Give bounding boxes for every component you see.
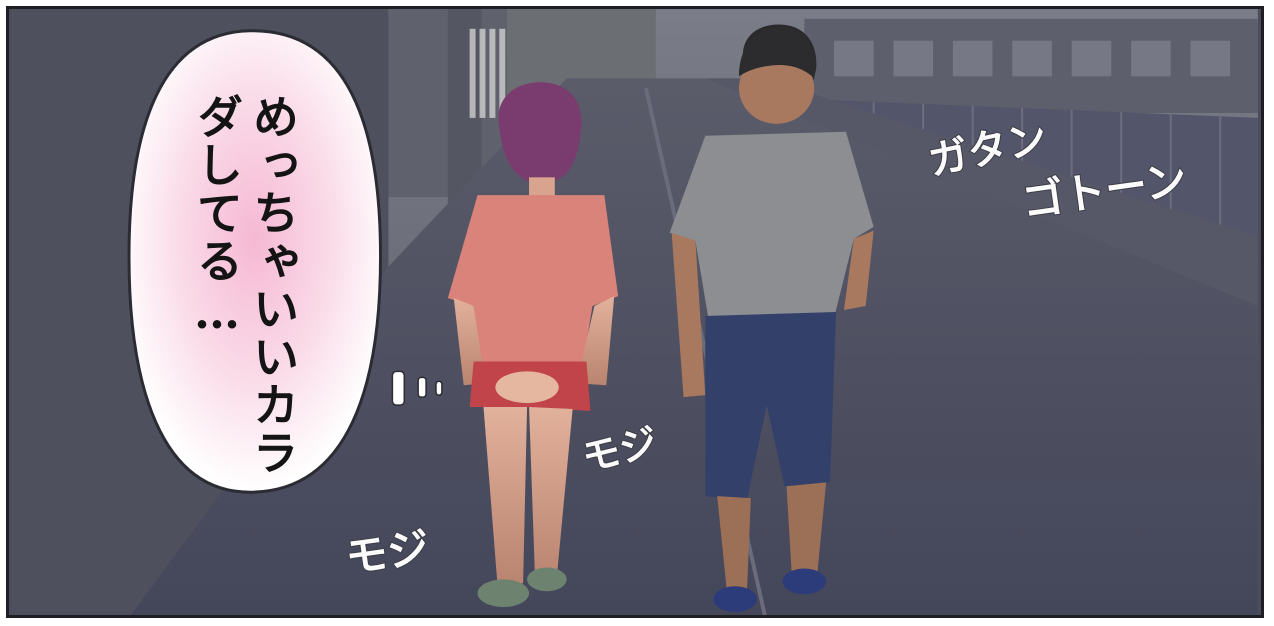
comic-panel: めっちゃいいカラダしてる… ガタン ゴトーン モジ モジ bbox=[6, 6, 1264, 618]
woman-shirt bbox=[447, 195, 619, 368]
woman-legs bbox=[483, 407, 573, 584]
woman-hair bbox=[498, 82, 582, 184]
man-head bbox=[738, 52, 815, 124]
pole-stripes bbox=[469, 28, 506, 118]
man-shirt bbox=[669, 131, 874, 324]
speech-bubble bbox=[127, 29, 383, 494]
street-scene bbox=[12, 9, 1258, 615]
woman-hands bbox=[495, 371, 559, 404]
man-legs bbox=[717, 482, 827, 594]
man-hair-top bbox=[738, 26, 816, 79]
man-arm-left bbox=[671, 232, 706, 398]
train-windows bbox=[834, 40, 1231, 77]
man-sandal-right bbox=[782, 568, 827, 595]
woman-sandal-left bbox=[477, 579, 530, 608]
man-sandal-left bbox=[713, 586, 757, 613]
sound-effect-fidget-2: モジ bbox=[341, 521, 433, 583]
man-arm-right bbox=[843, 230, 874, 311]
man-shorts bbox=[705, 312, 837, 501]
speech-bubble-text: めっちゃいいカラダしてる… bbox=[190, 93, 300, 477]
woman-figure bbox=[447, 82, 619, 608]
woman-sandal-right bbox=[527, 567, 567, 592]
man-figure bbox=[669, 24, 874, 613]
thought-dots bbox=[391, 370, 443, 406]
woman-neck bbox=[529, 177, 555, 198]
